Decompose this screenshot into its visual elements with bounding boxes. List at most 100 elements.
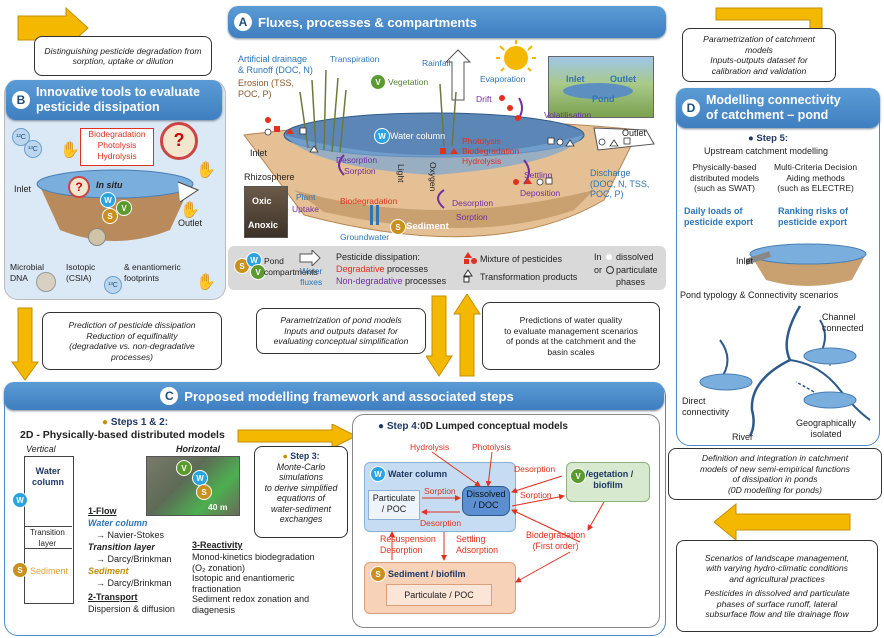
sediment-particulate-box: Particulate / POC [386, 584, 492, 606]
sediment-badge: S [12, 562, 28, 578]
photolysis-label: Photolysis [462, 136, 501, 146]
model-2d-label: 2D - Physically-based distributed models [20, 429, 225, 441]
b-inlet-label: Inlet [14, 184, 32, 194]
note-scenarios: Scenarios of landscape management,with v… [676, 540, 878, 632]
oxic-label: Oxic [252, 196, 272, 206]
biodegradation-label: Biodegradation [462, 146, 520, 156]
a-inlet-label: Inlet [250, 148, 268, 158]
sediment-biofilm-label: Sediment / biofilm [388, 569, 466, 579]
step4-label: ● Step 4:0D Lumped conceptual models [378, 421, 568, 432]
legend-phase-in: In [594, 252, 602, 262]
uptake-label: Uptake [292, 204, 319, 214]
flow-wc: Water column [88, 518, 148, 528]
magnifier-icon: ? [160, 122, 198, 160]
anoxic-label: Anoxic [248, 220, 279, 230]
legend-nondegradative: Non-degradative processes [336, 276, 447, 286]
pond-photo [548, 56, 654, 118]
vegetation-badge: V [116, 200, 132, 216]
sediment-v-label: Sediment [30, 566, 69, 576]
legend-phase-phases: phases [616, 277, 646, 287]
water-badge: W [100, 192, 116, 208]
transport-title: 2-Transport [88, 592, 138, 602]
water-column-0d-label: Water column [388, 469, 448, 479]
flow-wc-eq: → Navier-Stokes [96, 530, 165, 540]
erosion-label: Erosion (TSS,POC, P) [238, 78, 295, 99]
legend-mixture-label: Mixture of pesticides [480, 254, 563, 264]
pesticide-markers [264, 95, 631, 186]
isotope-icon: ¹³C [24, 140, 42, 158]
flow-sed: Sediment [88, 566, 129, 576]
zero-d-arrows [389, 451, 605, 583]
photo-inlet-label: Inlet [566, 74, 585, 84]
vegetation-badge: V [176, 460, 192, 476]
river-label: River [732, 432, 754, 442]
sediment-badge: S [370, 566, 386, 582]
drainage-label: Artificial drainage& Runoff (DOC, N) [238, 54, 313, 75]
dissolved-marker [606, 254, 612, 260]
sediment-badge: S [196, 484, 212, 500]
water-badge: W [370, 466, 386, 482]
transport-text: Dispersion & diffusion [88, 604, 175, 614]
legend-phase-or: or [594, 265, 603, 275]
isotopic-label: Isotopic(CSIA) [66, 262, 96, 283]
sorption-label: Sorption [344, 166, 376, 176]
microbial-icon [36, 272, 56, 292]
upstream-label: Upstream catchment modelling [704, 146, 829, 156]
particulate-box: Particulate/ POC [368, 490, 420, 520]
dissolved-box: Dissolved/ DOC [462, 486, 510, 516]
sorption-0d-label: Sorption [424, 486, 456, 496]
evaporation-label: Evaporation [480, 74, 526, 84]
flow-title: 1-Flow [88, 506, 117, 516]
sorption-right-label: Sorption [520, 490, 552, 500]
deposition-label: Deposition [520, 188, 561, 198]
steps12-label: ● Steps 1 & 2: [102, 417, 169, 428]
pond-b-illustration [36, 169, 200, 241]
particulate-marker [606, 266, 614, 274]
d-inlet-label: Inlet [736, 256, 754, 266]
question-mark-icon: ? [68, 176, 90, 198]
isotope-icon: ¹³C [104, 276, 122, 294]
panel-a-header: A Fluxes, processes & compartments [228, 6, 666, 38]
desorption-0d-label: Desorption [420, 518, 462, 528]
biodegradation-sediment-label: Biodegradation [340, 196, 398, 206]
sediment-badge: S [390, 219, 406, 235]
legend-phase-dissolved: dissolved [616, 252, 654, 262]
hand-icon: ✋ [180, 202, 200, 219]
vegetation-badge: V [570, 468, 586, 484]
desorption-label: Desorption [336, 155, 378, 165]
legend-phase-particulate: particulate [616, 265, 658, 275]
reactivity-title: 3-Reactivity [192, 540, 243, 550]
rainfall-label: Rainfall [422, 58, 451, 68]
arrow-bottom-right [713, 502, 851, 540]
b-outlet-label: Outlet [178, 218, 203, 228]
hydrolysis-0d-label: Hydrolysis [410, 442, 450, 452]
legend-mixture-icon [464, 252, 477, 264]
horizontal-map [146, 456, 240, 516]
sediment-badge: S [102, 208, 118, 224]
flow-tl-eq: → Darcy/Brinkman [96, 554, 172, 564]
plant-label: Plant [296, 192, 316, 202]
desorption-right-label: Desorption [514, 464, 556, 474]
arrow-up-down-center [426, 294, 481, 377]
legend-transformation-icon [463, 269, 473, 283]
volatilisation-label: Volatilisation [544, 110, 592, 120]
dna-icon [88, 228, 106, 246]
horizontal-label: Horizontal [176, 444, 220, 454]
legend-vegetation-badge: V [250, 264, 266, 280]
